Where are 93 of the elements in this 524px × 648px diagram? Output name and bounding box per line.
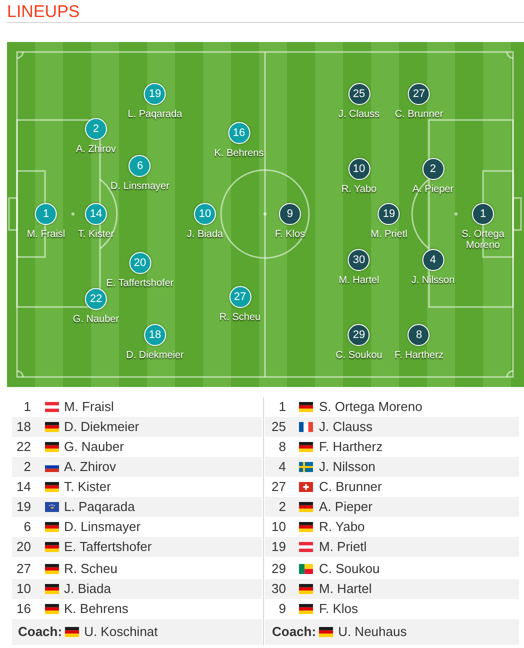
player-name: C. Brunner — [319, 478, 382, 496]
player-name: J. Biada — [64, 580, 111, 598]
player-name: D. Linsmayer — [64, 518, 141, 536]
player-name: C. Brunner — [394, 109, 444, 120]
shirt-number: 29 — [270, 560, 286, 578]
player-name: C. Soukou — [319, 560, 380, 578]
player-name: G. Nauber — [72, 314, 120, 325]
shirt-number: 14 — [85, 203, 107, 225]
player-name: M. Fraisl — [26, 229, 66, 240]
shirt-number: 25 — [270, 418, 286, 436]
player-name: T. Kister — [78, 229, 114, 240]
player-name: R. Yabo — [341, 184, 377, 195]
shirt-number: 10 — [194, 203, 216, 225]
shirt-number: 27 — [16, 560, 31, 578]
player-name: F. Klos — [319, 600, 358, 618]
shirt-number: 10 — [270, 518, 286, 536]
shirt-number: 2 — [85, 118, 107, 140]
shirt-number: 22 — [85, 288, 107, 310]
shirt-number: 6 — [129, 155, 151, 177]
player-name: F. Hartherz — [394, 350, 444, 361]
player-name: J. Clauss — [319, 418, 372, 436]
player-name: J. Nilsson — [319, 458, 376, 476]
player-name: C. Soukou — [336, 350, 382, 361]
shirt-number: 10 — [16, 580, 31, 598]
shirt-number: 8 — [408, 324, 430, 346]
player-name: A. Zhirov — [64, 458, 116, 476]
player-name: M. Hartel — [338, 275, 380, 286]
coach-label: Coach: — [18, 623, 62, 641]
shirt-number: 19 — [144, 83, 166, 105]
player-name: S. Ortega Moreno — [319, 398, 422, 416]
player-name: K. Behrens — [214, 148, 264, 159]
player-name: R. Scheu — [64, 560, 118, 578]
shirt-number: 1 — [35, 203, 57, 225]
shirt-number: 20 — [16, 538, 31, 556]
shirt-number: 19 — [378, 203, 400, 225]
shirt-number: 1 — [22, 398, 31, 416]
player-name: J. Clauss — [338, 109, 380, 120]
shirt-number: 27 — [270, 478, 286, 496]
shirt-number: 25 — [348, 83, 370, 105]
shirt-number: 29 — [348, 324, 370, 346]
player-name: A. Zhirov — [76, 144, 116, 155]
shirt-number: 16 — [16, 600, 31, 618]
player-name: A. Pieper — [319, 498, 372, 516]
player-name: M. Prietl — [370, 229, 408, 240]
coach-name: U. Koschinat — [84, 623, 158, 641]
shirt-number: 4 — [422, 249, 444, 271]
player-name: L. Paqarada — [64, 498, 135, 516]
shirt-number: 2 — [22, 458, 31, 476]
player-name: J. Nilsson — [411, 275, 455, 286]
shirt-number: 2 — [278, 498, 286, 516]
shirt-number: 9 — [278, 600, 286, 618]
coach-name: U. Neuhaus — [338, 623, 407, 641]
player-name: J. Biada — [186, 229, 224, 240]
shirt-number: 2 — [422, 158, 444, 180]
player-name: M. Hartel — [319, 580, 372, 598]
player-name: A. Pieper — [412, 184, 454, 195]
shirt-number: 30 — [348, 249, 370, 271]
player-name: D. Diekmeier — [126, 350, 184, 361]
player-name: T. Kister — [64, 478, 111, 496]
shirt-number: 4 — [278, 458, 286, 476]
coach-label: Coach: — [272, 623, 316, 641]
player-name: M. Fraisl — [64, 398, 114, 416]
player-name: K. Behrens — [64, 600, 128, 618]
player-name: D. Diekmeier — [64, 418, 140, 436]
shirt-number: 30 — [270, 580, 286, 598]
shirt-number: 27 — [229, 286, 251, 308]
shirt-number: 22 — [16, 438, 31, 456]
player-name: F. Klos — [275, 229, 305, 240]
shirt-number: 20 — [129, 252, 151, 274]
player-name: D. Linsmayer — [110, 181, 170, 192]
player-name: R. Scheu — [219, 312, 261, 323]
shirt-number: 16 — [228, 122, 250, 144]
player-name: L. Paqarada — [128, 109, 182, 120]
shirt-number: 1 — [278, 398, 286, 416]
player-name: G. Nauber — [64, 438, 124, 456]
section-title: LINEUPS — [7, 2, 80, 22]
shirt-number: 14 — [16, 478, 31, 496]
player-name: E. Taffertshofer — [106, 278, 174, 289]
player-name: S. Ortega Moreno — [460, 229, 506, 251]
shirt-number: 18 — [16, 418, 31, 436]
shirt-number: 18 — [144, 324, 166, 346]
player-name: E. Taffertshofer — [64, 538, 152, 556]
shirt-number: 1 — [472, 203, 494, 225]
shirt-number: 19 — [16, 498, 31, 516]
player-name: M. Prietl — [319, 538, 367, 556]
shirt-number: 6 — [22, 518, 31, 536]
player-name: R. Yabo — [319, 518, 365, 536]
player-name: F. Hartherz — [319, 438, 383, 456]
shirt-number: 19 — [270, 538, 286, 556]
shirt-number: 9 — [279, 203, 301, 225]
shirt-number: 27 — [408, 83, 430, 105]
shirt-number: 10 — [348, 158, 370, 180]
shirt-number: 8 — [278, 438, 286, 456]
